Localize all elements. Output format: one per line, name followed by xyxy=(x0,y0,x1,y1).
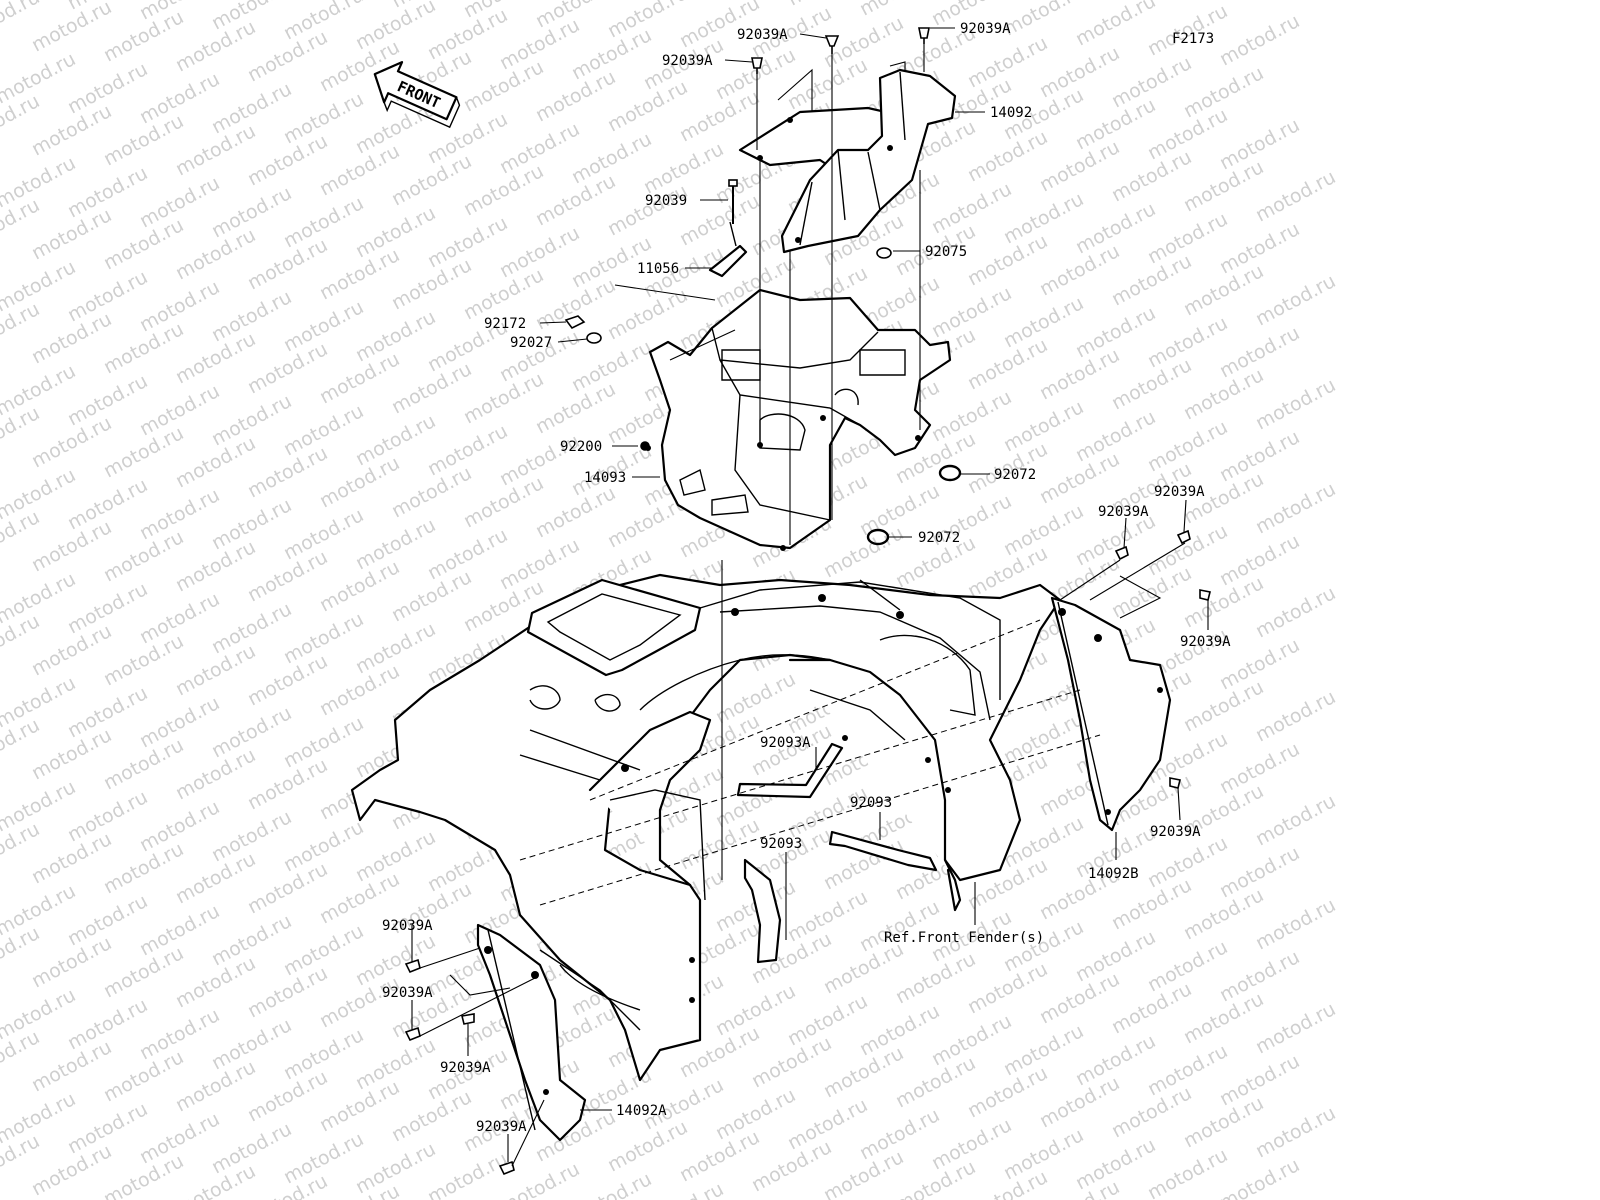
part-14092A-mud-flap xyxy=(476,923,587,1142)
label-92039A-upper: 92039A xyxy=(662,53,713,69)
assembly-guide-lines xyxy=(419,44,1186,1167)
label-92039A-top-right: 92039A xyxy=(960,21,1011,37)
part-92093A-trim xyxy=(736,742,844,799)
label-92039A-right-4: 92039A xyxy=(1150,824,1201,840)
label-92039: 92039 xyxy=(645,193,687,209)
label-leaders xyxy=(411,27,1209,1162)
part-92093-trim-left xyxy=(743,858,782,964)
label-92093A: 92093A xyxy=(760,735,811,751)
label-92039A-top-left: 92039A xyxy=(737,27,788,43)
label-11056: 11056 xyxy=(637,261,679,277)
label-92039A-bottom: 92039A xyxy=(476,1119,527,1135)
part-front-fender xyxy=(350,573,1062,1082)
label-92093-left: 92093 xyxy=(760,836,802,852)
label-92039A-right-1: 92039A xyxy=(1098,504,1149,520)
label-92039A-right-3: 92039A xyxy=(1180,634,1231,650)
label-92172: 92172 xyxy=(484,316,526,332)
part-14093-tray xyxy=(645,288,952,551)
figure-code: F2173 xyxy=(1172,31,1214,47)
label-92027: 92027 xyxy=(510,335,552,351)
label-92093-right: 92093 xyxy=(850,795,892,811)
part-14092B-mud-flap xyxy=(1050,596,1172,832)
front-direction-arrow-icon: FRONT xyxy=(373,61,461,129)
label-92039A-right-2: 92039A xyxy=(1154,484,1205,500)
label-92039A-left-1: 92039A xyxy=(382,918,433,934)
part-11056-bracket xyxy=(708,221,748,278)
label-14092: 14092 xyxy=(990,105,1032,121)
label-92075: 92075 xyxy=(925,244,967,260)
label-92039A-left-2: 92039A xyxy=(382,985,433,1001)
reference-note: Ref.Front Fender(s) xyxy=(884,930,1044,946)
part-labels: 92039A 92039A 92039A 14092 92039 11056 9… xyxy=(382,21,1231,1135)
label-92072-lower: 92072 xyxy=(918,530,960,546)
label-92039A-left-3: 92039A xyxy=(440,1060,491,1076)
label-92072-upper: 92072 xyxy=(994,467,1036,483)
label-14092B: 14092B xyxy=(1088,866,1139,882)
label-92200: 92200 xyxy=(560,439,602,455)
part-14092-upper-cover xyxy=(738,68,957,254)
label-14092A: 14092A xyxy=(616,1103,667,1119)
part-92093-trim-right xyxy=(828,830,938,872)
label-14093: 14093 xyxy=(584,470,626,486)
